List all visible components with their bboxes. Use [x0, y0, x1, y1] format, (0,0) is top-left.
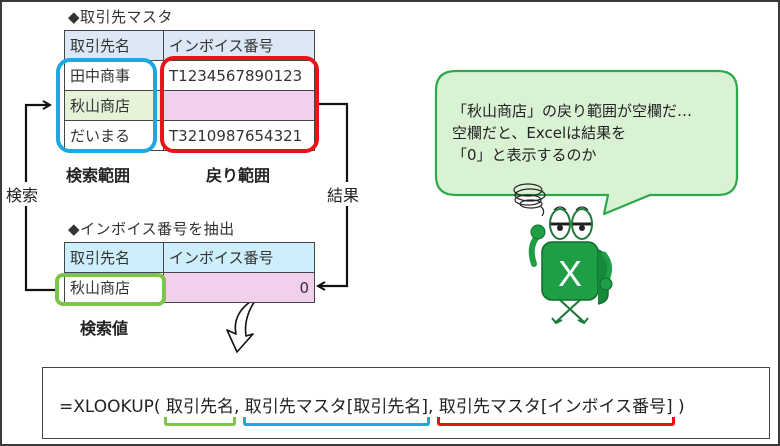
cell-invoice-number-empty[interactable]: [163, 90, 315, 121]
return-range-highlight: [160, 56, 319, 153]
cell-partner-name[interactable]: 田中商事: [64, 60, 164, 91]
formula-separator: ,: [233, 397, 240, 417]
bubble-line-3: 「0」と表示するのか: [452, 146, 597, 164]
lookup-range-underline: [242, 417, 431, 426]
formula-arg-return-range[interactable]: 取引先マスタ[インボイス番号]: [436, 397, 675, 426]
formula-prefix: =XLOOKUP(: [59, 397, 161, 417]
formula-arg-lookup-value[interactable]: 取引先名: [163, 397, 236, 426]
extract-table: 取引先名 インボイス番号 秋山商店 0: [64, 242, 315, 303]
return-range-underline: [436, 417, 675, 426]
lookup-value-underline: [163, 417, 236, 426]
lookup-value-label: 検索値: [80, 319, 129, 338]
return-range-label: 戻り範囲: [206, 166, 271, 185]
lookup-range-label: 検索範囲: [66, 166, 131, 185]
formula-suffix: ): [678, 397, 685, 417]
xlookup-formula: =XLOOKUP( 取引先名, 取引先マスタ[取引先名], 取引先マスタ[インボ…: [59, 392, 685, 426]
search-label: 検索: [6, 182, 39, 206]
result-label: 結果: [327, 182, 360, 206]
cell-invoice-number[interactable]: T1234567890123: [163, 60, 315, 91]
formula-arg3-text: 取引先マスタ[インボイス番号]: [438, 397, 673, 417]
cell-lookup-value[interactable]: 秋山商店: [64, 272, 164, 303]
speech-bubble-text: 「秋山商店」の戻り範囲が空欄だ… 空欄だと、Excelは結果を 「0」と表示する…: [452, 100, 692, 166]
lookup-value-highlight: [55, 273, 166, 306]
header-invoice-number: インボイス番号: [163, 30, 315, 61]
header-partner-name: 取引先名: [64, 242, 164, 273]
master-header-row: 取引先名 インボイス番号: [64, 30, 315, 61]
extract-table-title: ◆インボイス番号を抽出: [68, 220, 235, 238]
table-row: 秋山商店 0: [64, 272, 315, 303]
formula-box: =XLOOKUP( 取引先名, 取引先マスタ[取引先名], 取引先マスタ[インボ…: [42, 367, 770, 439]
header-invoice-number: インボイス番号: [163, 242, 315, 273]
bubble-line-1: 「秋山商店」の戻り範囲が空欄だ…: [452, 102, 693, 120]
master-table-title: ◆取引先マスタ: [68, 8, 174, 26]
formula-arg-lookup-range[interactable]: 取引先マスタ[取引先名]: [242, 397, 431, 426]
table-row: 秋山商店: [64, 90, 315, 121]
excel-mascot-icon: X: [513, 183, 613, 325]
lookup-range-highlight: [56, 58, 157, 153]
header-partner-name: 取引先名: [64, 30, 164, 61]
formula-arg1-text: 取引先名: [165, 397, 234, 417]
formula-separator: ,: [428, 397, 434, 417]
extract-header-row: 取引先名 インボイス番号: [64, 242, 315, 273]
master-table: 取引先名 インボイス番号 田中商事 T1234567890123 秋山商店 だい…: [64, 30, 315, 151]
excel-x-letter: X: [558, 253, 582, 294]
confusion-scribble-icon: [513, 183, 546, 217]
formula-arg2-text: 取引先マスタ[取引先名]: [244, 397, 429, 417]
table-row: 田中商事 T1234567890123: [64, 60, 315, 91]
bubble-line-2: 空欄だと、Excelは結果を: [452, 124, 627, 142]
cell-result-value[interactable]: 0: [163, 272, 315, 303]
